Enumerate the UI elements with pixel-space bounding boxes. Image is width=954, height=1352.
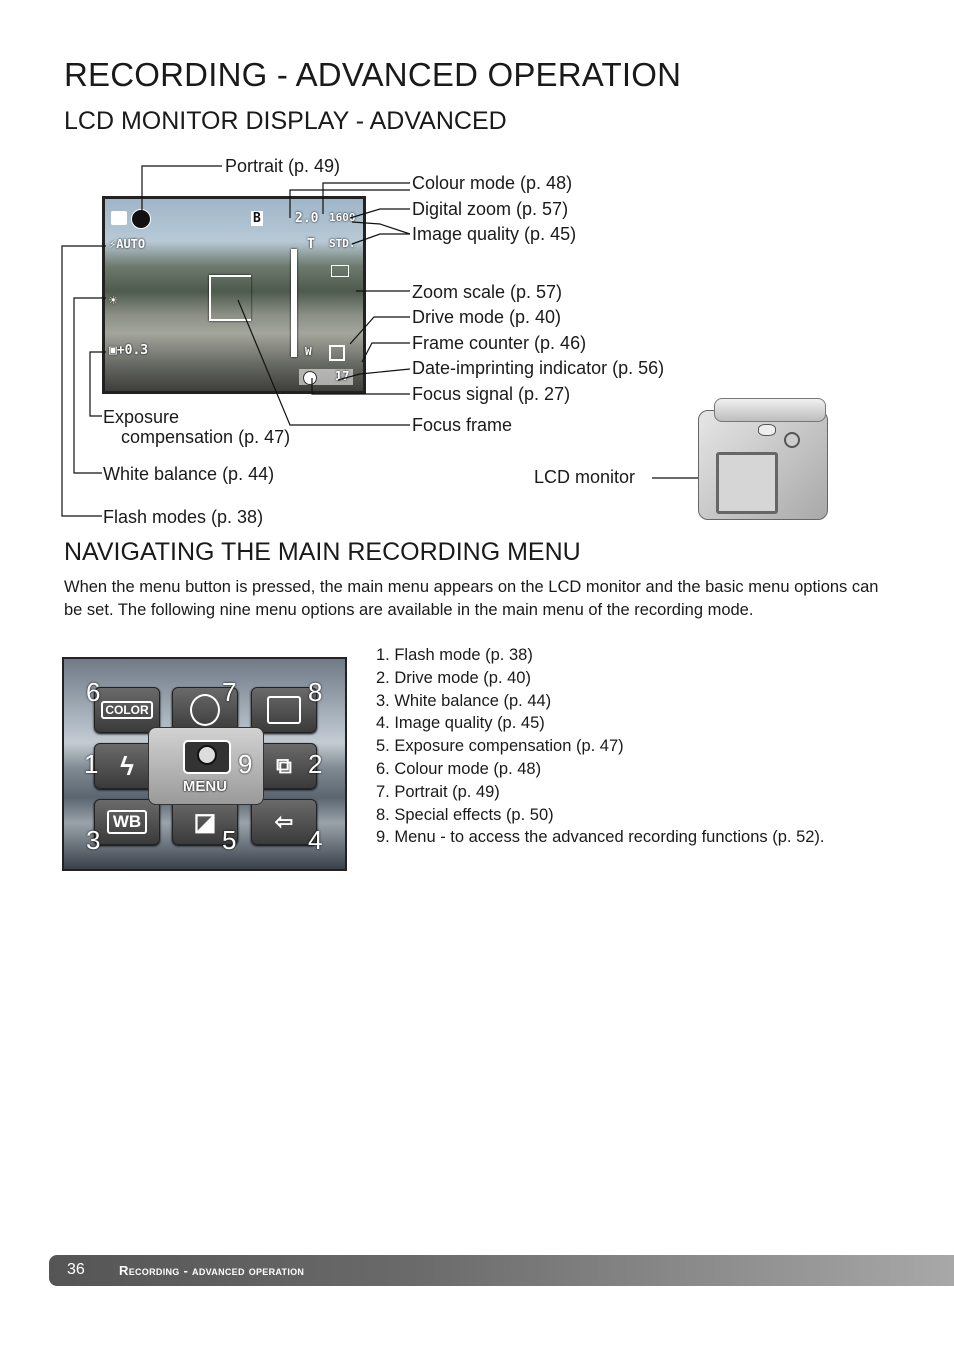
callout-lcd-monitor: LCD monitor — [534, 466, 635, 488]
list-item: 5. Exposure compensation (p. 47) — [376, 735, 825, 758]
callout-drive-mode: Drive mode (p. 40) — [412, 306, 561, 328]
controller-icon — [784, 432, 800, 448]
callout-image-quality: Image quality (p. 45) — [412, 223, 576, 245]
menu-number-3: 3 — [86, 825, 100, 856]
list-item: 8. Special effects (p. 50) — [376, 804, 825, 827]
callout-zoom-scale: Zoom scale (p. 57) — [412, 281, 562, 303]
list-item: 7. Portrait (p. 49) — [376, 781, 825, 804]
menu-options-list: 1. Flash mode (p. 38) 2. Drive mode (p. … — [376, 644, 825, 849]
callout-focus-frame: Focus frame — [412, 414, 512, 436]
callout-frame-counter: Frame counter (p. 46) — [412, 332, 586, 354]
section-heading-menu: NAVIGATING THE MAIN RECORDING MENU — [64, 538, 581, 567]
menu-number-4: 4 — [308, 825, 322, 856]
footer-section-title: Recording - advanced operation — [119, 1263, 304, 1278]
callout-colour-mode: Colour mode (p. 48) — [412, 172, 572, 194]
menu-number-1: 1 — [84, 749, 98, 780]
menu-button-color: COLOR — [94, 687, 160, 733]
main-menu-illustration: COLOR ϟ ⧉ WB ◪ ⇦ MENU 6 7 8 1 9 2 3 5 4 — [62, 657, 347, 871]
menu-number-5: 5 — [222, 825, 236, 856]
callout-date-imprint: Date-imprinting indicator (p. 56) — [412, 357, 664, 379]
callout-digital-zoom: Digital zoom (p. 57) — [412, 198, 568, 220]
list-item: 2. Drive mode (p. 40) — [376, 667, 825, 690]
page-number: 36 — [67, 1261, 85, 1279]
menu-number-7: 7 — [222, 677, 236, 708]
menu-intro-paragraph: When the menu button is pressed, the mai… — [64, 576, 894, 622]
menu-number-9: 9 — [238, 749, 252, 780]
list-item: 1. Flash mode (p. 38) — [376, 644, 825, 667]
menu-button-white-balance: WB — [94, 799, 160, 845]
callout-exposure-line1: Exposure — [103, 406, 179, 428]
page-footer: 36 Recording - advanced operation — [49, 1255, 954, 1286]
menu-number-2: 2 — [308, 749, 322, 780]
lcd-monitor-panel — [716, 452, 778, 514]
list-item: 4. Image quality (p. 45) — [376, 712, 825, 735]
callout-portrait: Portrait (p. 49) — [225, 155, 340, 177]
callout-white-balance: White balance (p. 44) — [103, 463, 274, 485]
list-item: 9. Menu - to access the advanced recordi… — [376, 826, 825, 849]
callout-focus-signal: Focus signal (p. 27) — [412, 383, 570, 405]
callout-exposure-line2: compensation (p. 47) — [121, 426, 290, 448]
list-item: 6. Colour mode (p. 48) — [376, 758, 825, 781]
callout-flash-modes: Flash modes (p. 38) — [103, 506, 263, 528]
menu-number-8: 8 — [308, 677, 322, 708]
menu-number-6: 6 — [86, 677, 100, 708]
menu-button-icon — [758, 424, 776, 436]
camera-back-illustration — [692, 396, 832, 524]
list-item: 3. White balance (p. 44) — [376, 690, 825, 713]
